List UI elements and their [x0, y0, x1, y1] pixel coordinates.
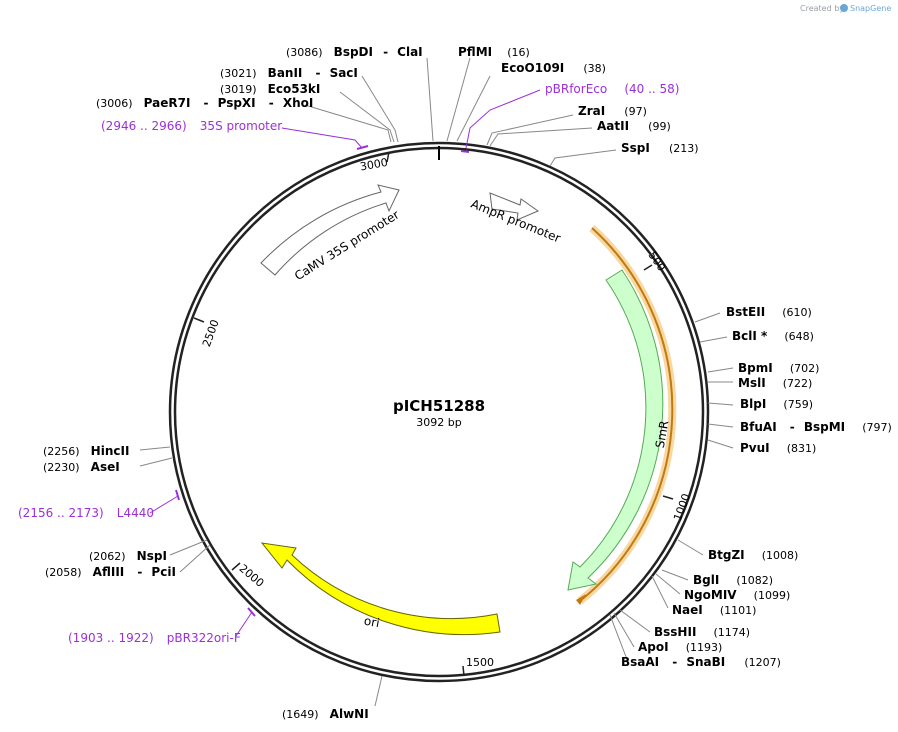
- site-afliii-pcii[interactable]: (2058) AflIII - PciI: [45, 561, 176, 580]
- primer-pbrforeco[interactable]: pBRforEco (40 .. 58): [545, 78, 679, 97]
- leader-bsshii: [619, 609, 651, 633]
- leader-paer7i: [304, 104, 392, 143]
- site-bsshii[interactable]: BssHII (1174): [654, 621, 750, 640]
- primer-marker-l4440: [175, 489, 180, 501]
- site-apoi[interactable]: ApoI (1193): [638, 636, 722, 655]
- leader-apoi: [613, 612, 635, 648]
- tick-label-2500: 2500: [200, 318, 222, 349]
- primer-leader-pbr322ori: [235, 611, 253, 637]
- plasmid-length: 3092 bp: [416, 416, 461, 429]
- site-banii-saci[interactable]: (3021) BanII - SacI: [220, 62, 358, 81]
- smr-feature-arrow[interactable]: [567, 269, 664, 591]
- leader-bcli: [699, 336, 728, 343]
- site-zrai[interactable]: ZraI (97): [578, 100, 647, 119]
- tick-mark-3000: [386, 151, 390, 163]
- tick-mark-1500: [462, 665, 465, 677]
- site-msli[interactable]: MslI (722): [738, 372, 812, 391]
- plasmid-name: pICH51288: [393, 397, 485, 415]
- leader-asei: [139, 457, 173, 467]
- site-bgli[interactable]: BglI (1082): [693, 569, 773, 588]
- site-paer7i-pspxi-xhoi[interactable]: (3006) PaeR7I - PspXI - XhoI: [96, 92, 313, 111]
- watermark-brand: SnapGene: [850, 4, 891, 13]
- tick-mark-2000: [231, 562, 241, 571]
- leader-hincii: [139, 446, 171, 451]
- primer-marker-35s: [356, 145, 369, 150]
- site-bcli[interactable]: BclI * (648): [732, 325, 814, 344]
- site-pvui[interactable]: PvuI (831): [740, 437, 816, 456]
- site-eco53ki[interactable]: (3019) Eco53kI: [220, 78, 320, 97]
- leader-bsaai: [609, 614, 629, 663]
- smr-label: SmR: [653, 419, 672, 449]
- leader-naei: [651, 575, 669, 609]
- tick-label-3000: 3000: [359, 156, 389, 174]
- site-ngomiv[interactable]: NgoMIV (1099): [684, 584, 790, 603]
- site-nspi[interactable]: (2062) NspI: [89, 545, 167, 564]
- leader-banii: [361, 75, 399, 143]
- leader-nspi: [169, 539, 208, 556]
- site-bspdi-claI[interactable]: (3086) BspDI - ClaI: [286, 41, 423, 60]
- site-btgzi[interactable]: BtgZI (1008): [708, 544, 798, 563]
- ori-feature-arrow[interactable]: [260, 542, 501, 636]
- site-asei[interactable]: (2230) AseI: [43, 456, 120, 475]
- site-alwni[interactable]: (1649) AlwNI: [282, 703, 369, 722]
- primer-pbr322ori-f[interactable]: (1903 .. 1922) pBR322ori-F: [68, 627, 241, 646]
- site-naei[interactable]: NaeI (1101): [672, 599, 756, 618]
- leader-sspi: [549, 149, 617, 167]
- site-bsteii[interactable]: BstEII (610): [726, 301, 812, 320]
- leader-ngomiv: [655, 573, 681, 595]
- site-bpmi[interactable]: BpmI (702): [738, 357, 819, 376]
- tick-label-1500: 1500: [466, 656, 494, 669]
- leader-bpmi: [707, 367, 734, 373]
- leader-bfuai: [707, 423, 734, 428]
- site-bsaai-snabi[interactable]: BsaAI - SnaBI (1207): [621, 651, 781, 670]
- site-sspi[interactable]: SspI (213): [621, 137, 699, 156]
- leader-bsteii: [694, 312, 721, 323]
- primer-marker-pbrforeco: [460, 150, 470, 153]
- site-hincii[interactable]: (2256) HincII: [43, 440, 129, 459]
- leader-eco0109i: [456, 75, 491, 142]
- leader-aatii: [489, 127, 593, 147]
- leader-zrai: [486, 114, 574, 146]
- leader-afliii: [179, 544, 211, 573]
- backbone-outer-ring: [168, 141, 710, 683]
- tick-mark-2500: [193, 317, 205, 323]
- site-pflmi[interactable]: PflMI (16): [458, 41, 530, 60]
- ampr-promoter-arrow[interactable]: [489, 192, 540, 221]
- orange-feature-arc[interactable]: [579, 227, 674, 602]
- leader-blpi: [707, 402, 734, 406]
- orange-feature-arrowhead: [576, 594, 586, 605]
- leader-bspdi: [426, 57, 434, 142]
- leader-pvui: [707, 439, 734, 449]
- primer-leader-pbrforeco: [465, 89, 541, 149]
- primer-l4440[interactable]: (2156 .. 2173) L4440: [18, 502, 154, 521]
- watermark-created-by: Created by: [800, 4, 844, 13]
- site-aatii[interactable]: AatII (99): [597, 115, 671, 134]
- site-bfuai-bspmi[interactable]: BfuAI - BspMI (797): [740, 416, 892, 435]
- leader-btgzi: [677, 539, 704, 556]
- primer-35s-promoter[interactable]: (2946 .. 2966) 35S promoter: [101, 115, 282, 134]
- primer-leader-l4440: [149, 495, 179, 514]
- leader-alwni: [374, 675, 383, 707]
- tick-mark-1000: [662, 495, 674, 500]
- leader-bgli: [661, 569, 689, 581]
- ori-label: ori: [363, 614, 381, 630]
- leader-pflmi: [446, 57, 471, 142]
- tick-mark-500: [643, 264, 653, 271]
- snapgene-logo-icon: [840, 4, 848, 12]
- leader-eco53ki: [339, 91, 395, 143]
- site-eco0109i[interactable]: EcoO109I (38): [501, 57, 606, 76]
- primer-leader-35s: [281, 127, 363, 149]
- site-blpi[interactable]: BlpI (759): [740, 393, 813, 412]
- camv-35s-promoter-arrow[interactable]: [260, 184, 400, 276]
